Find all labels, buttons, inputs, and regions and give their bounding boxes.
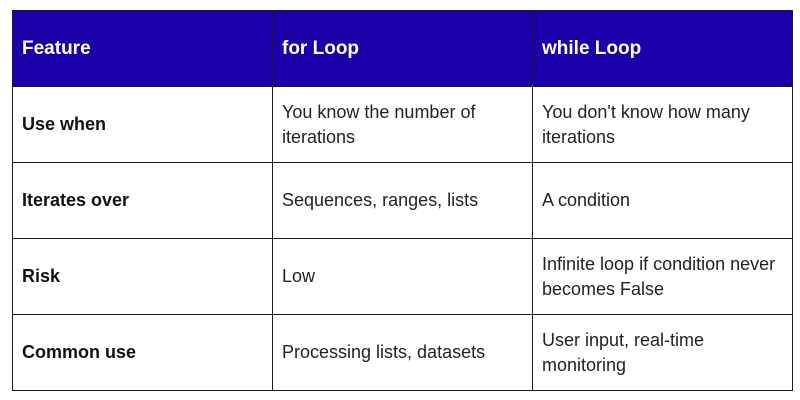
row-for-loop-cell: Processing lists, datasets (272, 314, 533, 391)
table-row: Risk Low Infinite loop if condition neve… (12, 238, 793, 315)
table-row: Iterates over Sequences, ranges, lists A… (12, 162, 793, 239)
column-header-while-loop: while Loop (532, 10, 793, 87)
row-for-loop-cell: You know the number of iterations (272, 86, 533, 163)
row-feature-cell: Risk (12, 238, 273, 315)
row-feature-cell: Common use (12, 314, 273, 391)
column-header-for-loop: for Loop (272, 10, 533, 87)
comparison-table-container: Feature for Loop while Loop Use when You… (12, 10, 793, 391)
row-while-loop-cell: User input, real-time monitoring (532, 314, 793, 391)
row-for-loop-cell: Sequences, ranges, lists (272, 162, 533, 239)
row-feature-cell: Iterates over (12, 162, 273, 239)
row-while-loop-cell: Infinite loop if condition never becomes… (532, 238, 793, 315)
comparison-table: Feature for Loop while Loop Use when You… (12, 10, 793, 391)
row-feature-cell: Use when (12, 86, 273, 163)
row-while-loop-cell: A condition (532, 162, 793, 239)
table-header-row: Feature for Loop while Loop (12, 10, 793, 87)
row-for-loop-cell: Low (272, 238, 533, 315)
row-while-loop-cell: You don't know how many iterations (532, 86, 793, 163)
column-header-feature: Feature (12, 10, 273, 87)
table-row: Common use Processing lists, datasets Us… (12, 314, 793, 391)
table-row: Use when You know the number of iteratio… (12, 86, 793, 163)
